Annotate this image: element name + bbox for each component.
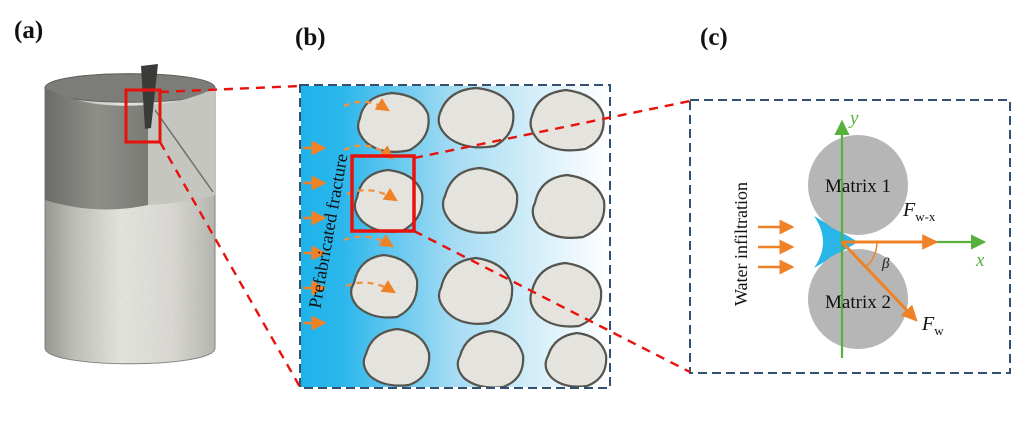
zoom-line-b-c-bottom [413, 229, 691, 374]
fracture-notch [141, 64, 158, 129]
panel-b-label: (b) [295, 24, 326, 51]
panel-c-content: Matrix 1 Matrix 2 Water infiltration Fw-… [690, 100, 1010, 373]
highlight-box-a [124, 88, 162, 144]
rock-grain [441, 166, 519, 234]
fracture-line [154, 109, 214, 193]
rock-grain [437, 256, 514, 325]
specimen-cylinder [44, 64, 216, 365]
force-w-arrow [840, 240, 918, 322]
matrix1-label: Matrix 1 [825, 176, 891, 197]
angle-beta-label: β [881, 256, 890, 272]
angle-arc [865, 241, 878, 268]
rock-grain [529, 261, 603, 328]
rock-grain [544, 331, 608, 387]
seepage-arrow-dashed [343, 234, 394, 248]
cylinder-upper-front [45, 88, 148, 210]
water-bridge [814, 216, 858, 268]
seepage-arrow-dashed [345, 280, 396, 294]
rock-grain [353, 168, 424, 233]
force-w-label: Fw [921, 313, 944, 338]
rock-grain [437, 86, 515, 149]
panel-a-label: (a) [14, 17, 43, 44]
rock-grain [362, 327, 431, 387]
water-infiltration-label: Water infiltration [731, 182, 751, 306]
panel-b-content: Prefabricated fracture [301, 86, 609, 387]
rock-grain [531, 173, 606, 239]
force-wx-label: Fw-x [902, 199, 936, 224]
rock-grain [529, 88, 605, 152]
zoom-line-a-b-top [159, 84, 301, 94]
x-axis-label: x [975, 250, 985, 271]
matrix2-label: Matrix 2 [825, 292, 891, 313]
y-axis-label: y [848, 108, 859, 129]
panel-c-box [689, 99, 1011, 374]
highlight-box-b [350, 154, 416, 233]
matrix-circle-2 [808, 249, 908, 349]
matrix-circle-1 [808, 135, 908, 235]
panel-c-label: (c) [700, 24, 728, 51]
seepage-arrow-dashed [343, 98, 390, 112]
panel-b-box [299, 84, 611, 389]
rock-grain [456, 329, 525, 387]
